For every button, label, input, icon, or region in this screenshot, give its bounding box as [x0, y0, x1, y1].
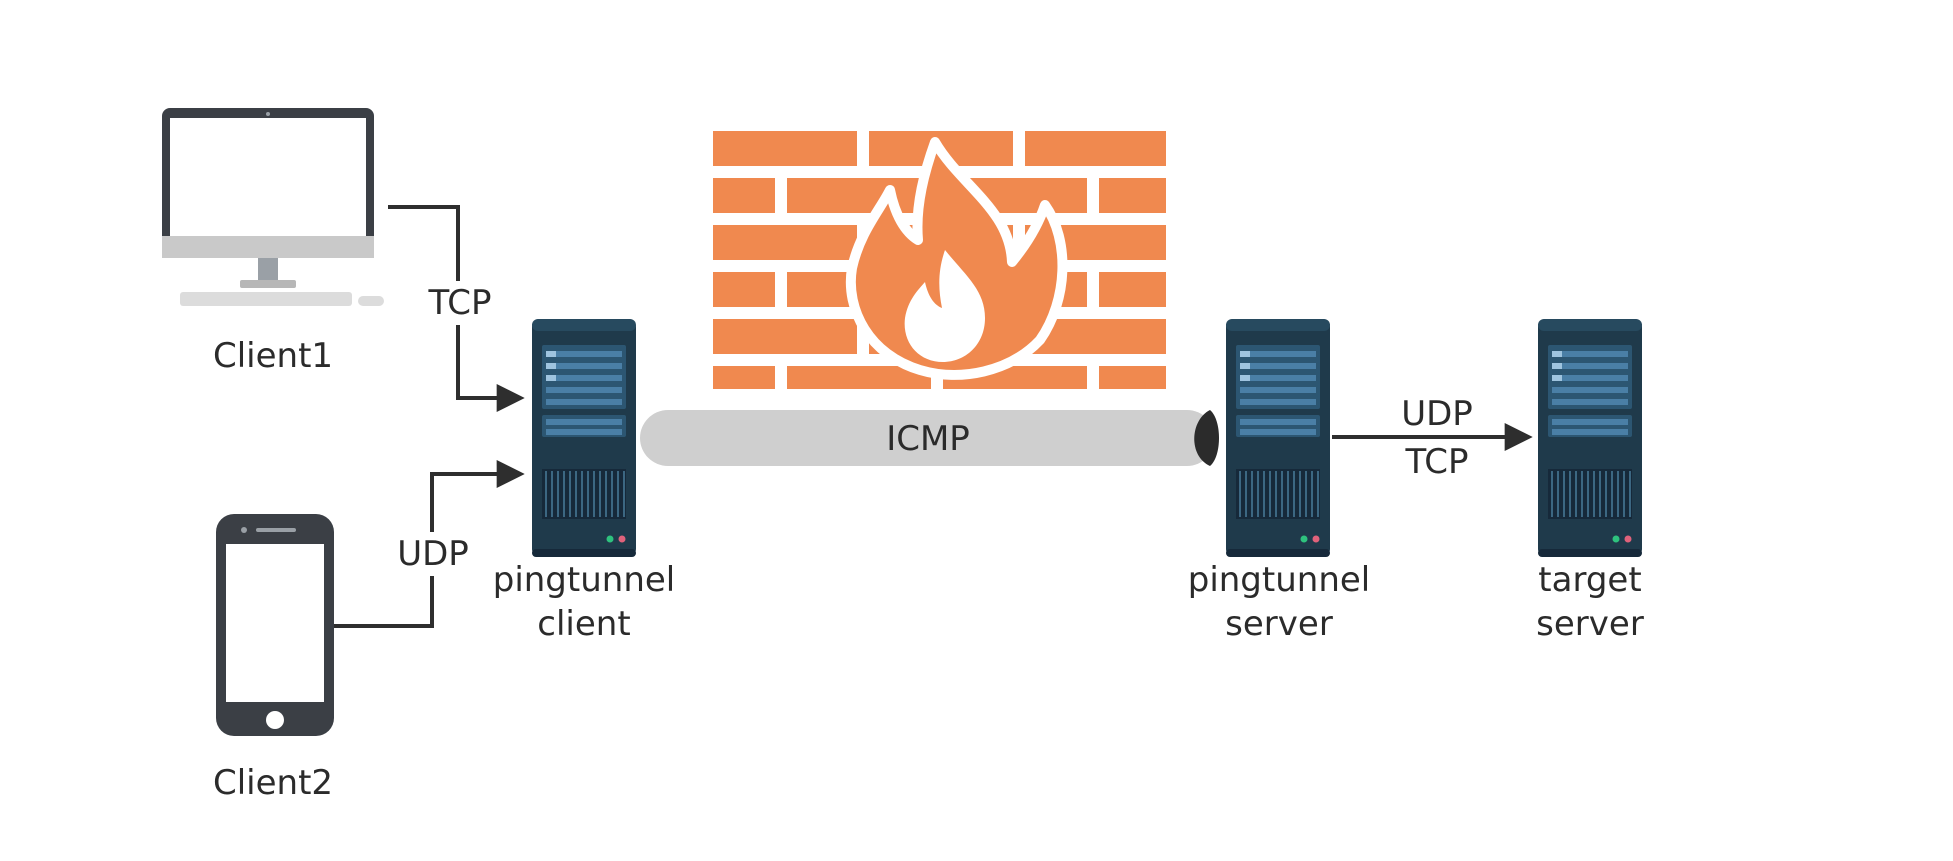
pingtunnel-client-server-icon	[531, 318, 637, 558]
client1-label: Client1	[212, 336, 334, 376]
icmp-tunnel	[640, 410, 1219, 466]
firewall-icon	[713, 131, 1166, 389]
target-server-label-line1: target	[1538, 560, 1642, 600]
target-server-server-icon	[1537, 318, 1643, 558]
udp-edge-label: UDP	[388, 532, 478, 576]
pingtunnel-server-label-line1: pingtunnel	[1187, 560, 1371, 600]
pingtunnel-client-label-line2: client	[537, 604, 631, 644]
client2-label: Client2	[212, 763, 334, 803]
target-server-label-line2: server	[1536, 604, 1644, 644]
pingtunnel-client-label-line1: pingtunnel	[492, 560, 676, 600]
smartphone-icon	[216, 514, 334, 736]
pingtunnel-server-label-line2: server	[1225, 604, 1333, 644]
icmp-tunnel-label: ICMP	[886, 419, 970, 459]
udp-tcp-edge-label-line2: TCP	[1392, 440, 1482, 484]
udp-tcp-edge-label-line1: UDP	[1401, 394, 1473, 434]
pingtunnel-server-server-icon	[1225, 318, 1331, 558]
desktop-computer-icon	[162, 108, 384, 306]
tcp-edge-label: TCP	[415, 281, 505, 325]
